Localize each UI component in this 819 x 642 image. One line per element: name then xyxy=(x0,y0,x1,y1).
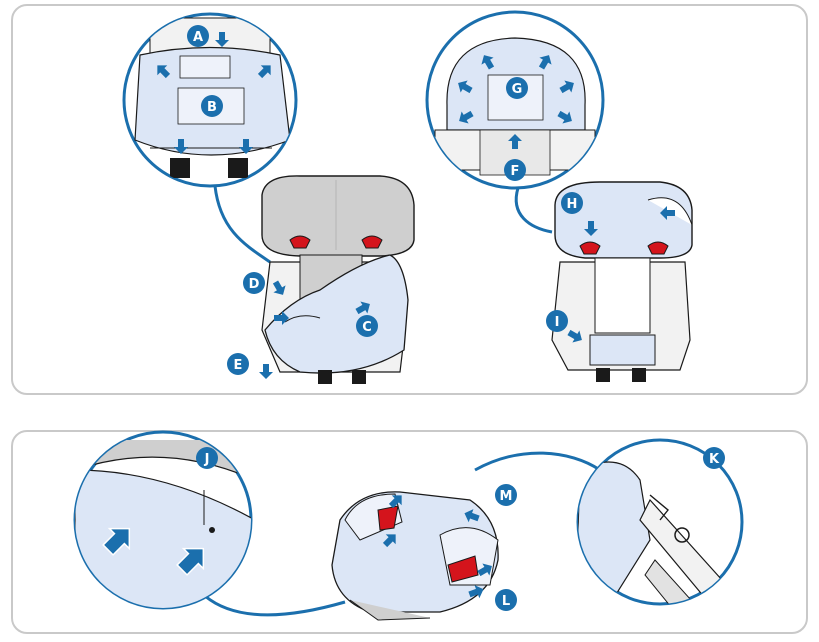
svg-text:M: M xyxy=(500,489,513,504)
letter-badge-icon: D xyxy=(243,272,265,294)
connector-line xyxy=(514,187,553,234)
svg-text:G: G xyxy=(512,82,523,97)
zoom-detail-seam xyxy=(73,430,253,610)
blue-arrow-icon xyxy=(259,364,273,379)
svg-text:J: J xyxy=(204,452,210,467)
letter-badge-icon: C xyxy=(356,315,378,337)
letter-badge-icon: M xyxy=(495,484,517,506)
svg-text:K: K xyxy=(709,452,720,467)
letter-badge-icon: G xyxy=(506,77,528,99)
letter-badge-icon: H xyxy=(561,192,583,214)
letter-badge-icon: L xyxy=(495,589,517,611)
booster-seat-right xyxy=(551,181,693,382)
svg-text:C: C xyxy=(362,320,372,335)
letter-badge-icon: I xyxy=(546,310,568,332)
letter-badge-icon: A xyxy=(187,25,209,47)
svg-text:B: B xyxy=(207,100,217,115)
letter-badge-icon: E xyxy=(227,353,249,375)
svg-text:F: F xyxy=(511,164,520,179)
letter-badge-icon: B xyxy=(201,95,223,117)
svg-text:D: D xyxy=(249,277,260,292)
svg-text:H: H xyxy=(567,197,578,212)
svg-text:E: E xyxy=(234,358,243,373)
svg-text:L: L xyxy=(502,594,510,609)
connector-line xyxy=(213,185,271,264)
connector-line xyxy=(474,451,601,472)
letter-badge-icon: J xyxy=(196,447,218,469)
letter-badge-icon: K xyxy=(703,447,725,469)
letter-badge-icon: F xyxy=(504,159,526,181)
svg-text:I: I xyxy=(555,315,560,330)
booster-base xyxy=(331,491,499,621)
zoom-detail-isofix xyxy=(576,438,744,606)
connector-line xyxy=(204,594,346,617)
svg-text:A: A xyxy=(193,30,203,45)
booster-seat-left xyxy=(261,175,415,384)
